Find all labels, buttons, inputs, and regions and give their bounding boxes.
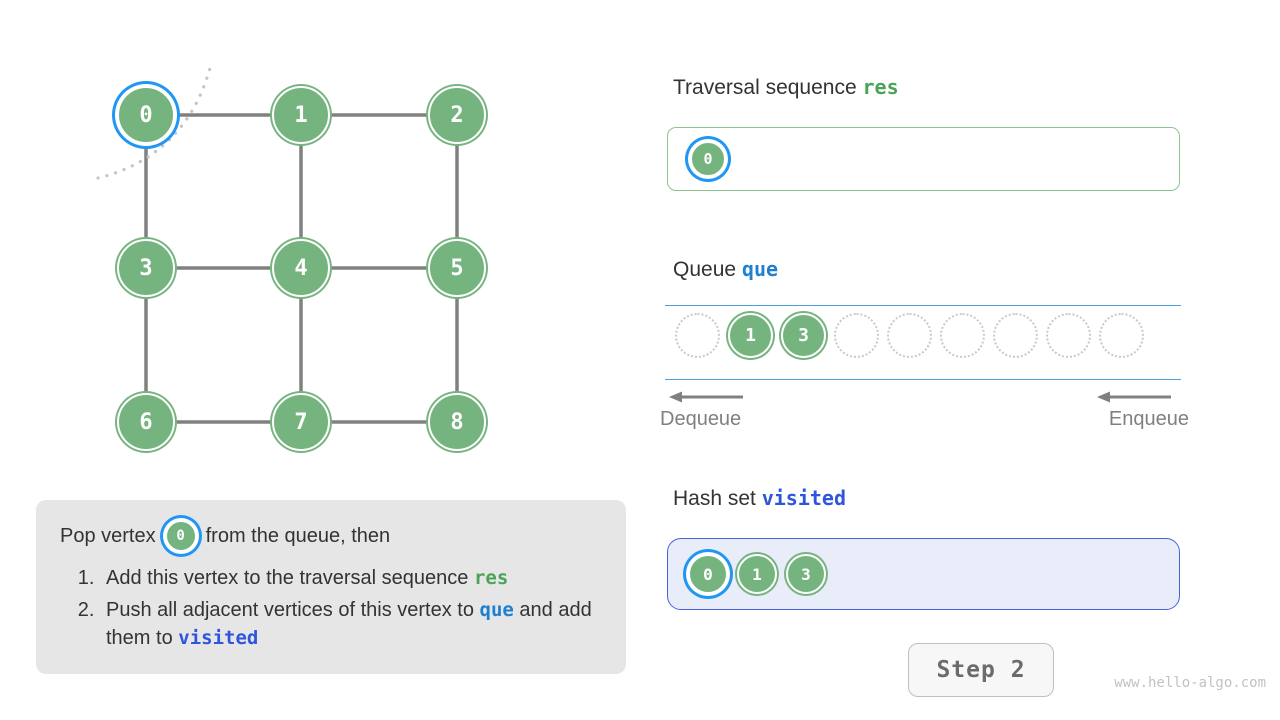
graph-vertex-7[interactable]: 7 bbox=[272, 393, 330, 451]
hash-set-item: 3 bbox=[786, 554, 826, 594]
traversal-sequence-title-text: Traversal sequence bbox=[673, 76, 857, 99]
graph-vertex-0[interactable]: 0 bbox=[117, 86, 175, 144]
info-lead-before: Pop vertex bbox=[60, 524, 156, 547]
hash-set-title-text: Hash set bbox=[673, 487, 756, 510]
queue-slot-empty bbox=[834, 313, 879, 358]
info-step-2-code-que: que bbox=[479, 599, 514, 621]
info-step-2-text-b: and add them to bbox=[106, 599, 592, 649]
queue-arrows bbox=[669, 391, 1171, 403]
traversal-sequence-varname: res bbox=[862, 75, 899, 99]
queue-slot-empty bbox=[940, 313, 985, 358]
graph-vertex-5[interactable]: 5 bbox=[428, 239, 486, 297]
graph-panel: 0 1 2 3 4 5 6 7 8 bbox=[0, 0, 640, 500]
queue-slot-filled: 3 bbox=[781, 313, 826, 358]
hash-set-title: Hash set visited bbox=[673, 486, 846, 511]
info-lead-vertex: 0 bbox=[164, 520, 197, 552]
dequeue-label: Dequeue bbox=[660, 408, 742, 430]
queue-slot-empty bbox=[675, 313, 720, 358]
enqueue-arrow-head bbox=[1097, 391, 1110, 403]
queue-slot-filled: 1 bbox=[728, 313, 773, 358]
traversal-sequence-box: 0 bbox=[667, 127, 1180, 191]
pop-arc-dotted bbox=[96, 66, 212, 180]
info-lead-line: Pop vertex 0 from the queue, then bbox=[60, 520, 602, 552]
queue-slot-empty bbox=[993, 313, 1038, 358]
info-step-2-text-a: Push all adjacent vertices of this verte… bbox=[106, 599, 474, 621]
hash-set-item: 1 bbox=[737, 554, 777, 594]
traversal-sequence-title: Traversal sequence res bbox=[673, 75, 899, 100]
queue-rail-top bbox=[665, 305, 1181, 306]
hash-set-item: 0 bbox=[688, 554, 728, 594]
traversal-item: 0 bbox=[690, 141, 726, 177]
enqueue-label: Enqueue bbox=[1108, 408, 1189, 430]
step-badge: Step 2 bbox=[908, 643, 1054, 697]
info-lead-after: from the queue, then bbox=[205, 524, 391, 547]
info-step-2: Push all adjacent vertices of this verte… bbox=[100, 596, 602, 652]
graph-vertex-4[interactable]: 4 bbox=[272, 239, 330, 297]
watermark: www.hello-algo.com bbox=[1114, 675, 1266, 691]
graph-vertex-3[interactable]: 3 bbox=[117, 239, 175, 297]
queue-title: Queue que bbox=[673, 257, 778, 282]
queue-varname: que bbox=[741, 257, 779, 281]
queue-rail-bottom bbox=[665, 379, 1181, 380]
info-step-list: Add this vertex to the traversal sequenc… bbox=[60, 564, 602, 652]
info-step-1-code: res bbox=[473, 567, 509, 589]
info-step-1: Add this vertex to the traversal sequenc… bbox=[100, 564, 602, 592]
queue-slot-empty bbox=[1046, 313, 1091, 358]
queue-slot-empty bbox=[887, 313, 932, 358]
graph-vertex-1[interactable]: 1 bbox=[272, 86, 330, 144]
graph-vertex-8[interactable]: 8 bbox=[428, 393, 486, 451]
info-step-1-text: Add this vertex to the traversal sequenc… bbox=[106, 567, 469, 589]
info-panel: Pop vertex 0 from the queue, then Add th… bbox=[36, 500, 626, 674]
queue-title-text: Queue bbox=[673, 258, 737, 281]
queue-slot-empty bbox=[1099, 313, 1144, 358]
dequeue-arrow-head bbox=[669, 391, 682, 403]
graph-vertex-2[interactable]: 2 bbox=[428, 86, 486, 144]
info-step-2-code-visited: visited bbox=[178, 627, 259, 649]
graph-vertex-6[interactable]: 6 bbox=[117, 393, 175, 451]
hash-set-varname: visited bbox=[761, 486, 847, 510]
